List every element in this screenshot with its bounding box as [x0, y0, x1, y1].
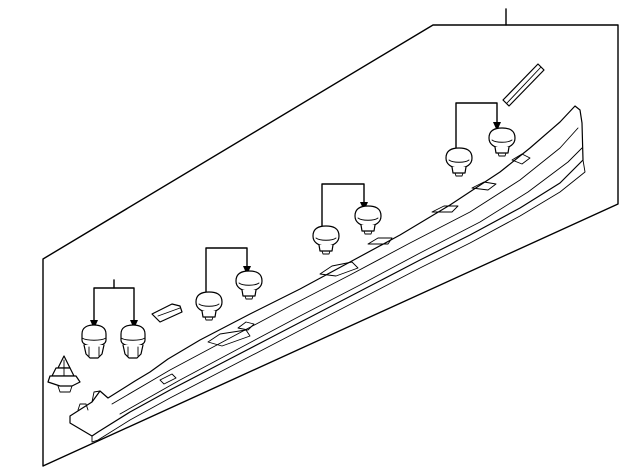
rocker-upper-ridge — [111, 127, 579, 405]
clip-icon — [81, 324, 107, 359]
clip-icon — [235, 270, 263, 300]
clip-icon — [488, 127, 516, 157]
mount-pocket-6 — [511, 153, 531, 165]
clip-icon — [195, 291, 223, 321]
rocker-molding — [69, 105, 586, 443]
mount-pocket-1 — [207, 329, 251, 347]
rocker-inner-ridge — [119, 147, 583, 415]
mount-pocket-4 — [431, 205, 459, 213]
clip-icon — [312, 225, 340, 255]
clip-icon — [120, 324, 146, 359]
tape-strip-right-edge — [506, 66, 542, 104]
mount-pocket-3 — [367, 237, 393, 245]
mount-pocket-1b — [237, 321, 255, 331]
boundary-frame — [42, 24, 619, 467]
clip-icon — [445, 147, 473, 177]
tape-strip-left-edge — [157, 307, 181, 317]
rocker-front-tab — [77, 403, 89, 411]
mount-pocket-5 — [471, 181, 497, 191]
clip-callout-group-1 — [90, 279, 138, 329]
fastener-front — [47, 355, 81, 393]
mount-pocket-2 — [319, 261, 359, 277]
mount-pocket-7 — [159, 373, 177, 385]
rocker-front-hook — [91, 390, 101, 403]
clip-callout-group-4 — [455, 102, 501, 151]
rocker-lower-flange — [91, 159, 586, 443]
rocker-molding-body — [69, 105, 584, 437]
clip-icon — [354, 205, 382, 235]
